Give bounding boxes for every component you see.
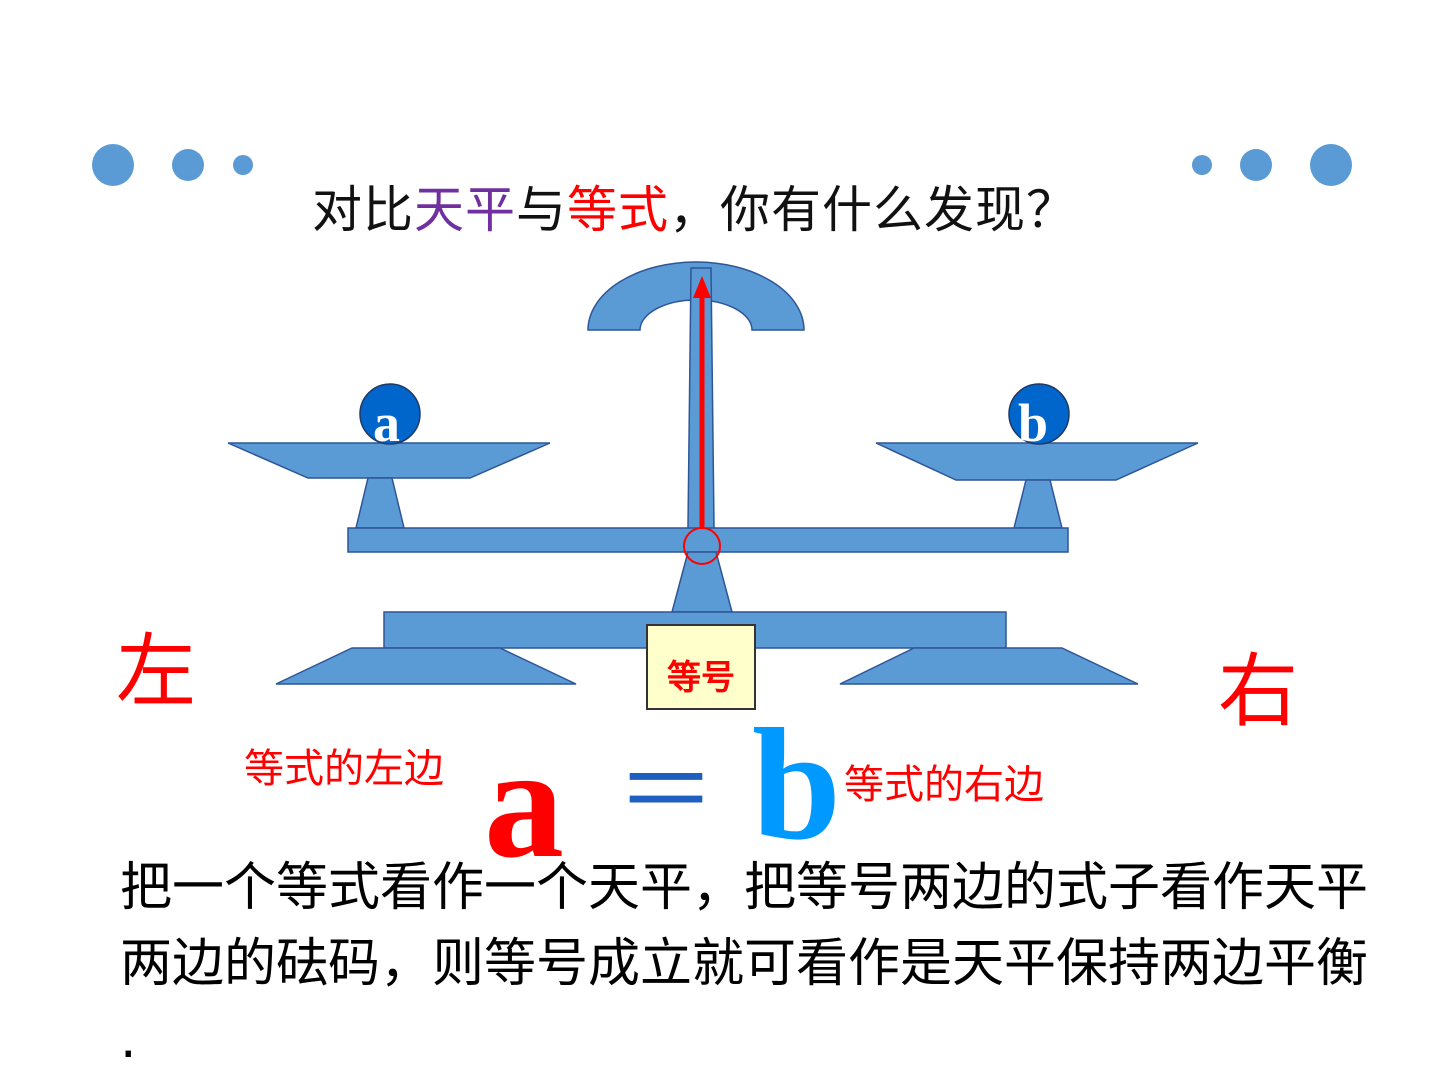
equal-sign-label: 等号 [667,657,735,698]
decor-dot-medium-right [1240,149,1272,181]
title-highlight-equation: 等式 [567,181,669,239]
scale-beam [347,527,1069,553]
description-text: 把一个等式看作一个天平，把等号两边的式子看作天平两边的砝码，则等号成立就可看作是… [120,858,1369,1070]
left-foot [275,647,577,685]
right-pan [875,442,1199,481]
decor-dot-small-left [233,155,253,175]
weight-a [359,383,421,445]
weight-a-label: a [373,393,400,453]
left-pan-support [355,477,405,529]
title-highlight-balance: 天平 [414,181,516,239]
right-side-label: 右 [1218,645,1298,738]
right-foot [839,647,1139,685]
left-side-caption: 等式的左边 [244,746,444,792]
equation-left-a: a [484,713,564,891]
title-suffix: ，你有什么发现？ [669,181,1077,239]
right-side-caption: 等式的右边 [844,762,1044,808]
equation-equals-sign: ＝ [616,733,716,850]
title-prefix: 对比 [312,181,414,239]
decor-dot-medium-left [172,149,204,181]
equation-right-b: b [752,695,841,873]
title-middle: 与 [516,181,567,239]
left-side-label: 左 [116,625,196,718]
pivot-ring [683,527,721,565]
pivot-cone [671,551,733,613]
weight-b [1008,383,1070,445]
decor-dot-large-left [92,144,134,186]
slide-title: 对比天平与等式，你有什么发现？ [312,170,1077,242]
right-pan-support [1013,479,1063,529]
decor-dot-large-right [1310,144,1352,186]
weight-b-label: b [1018,393,1049,453]
red-pointer-arrowhead [693,276,711,298]
equal-sign-box: 等号 [646,624,756,710]
left-pan [227,442,551,479]
decor-dot-small-right [1192,155,1212,175]
